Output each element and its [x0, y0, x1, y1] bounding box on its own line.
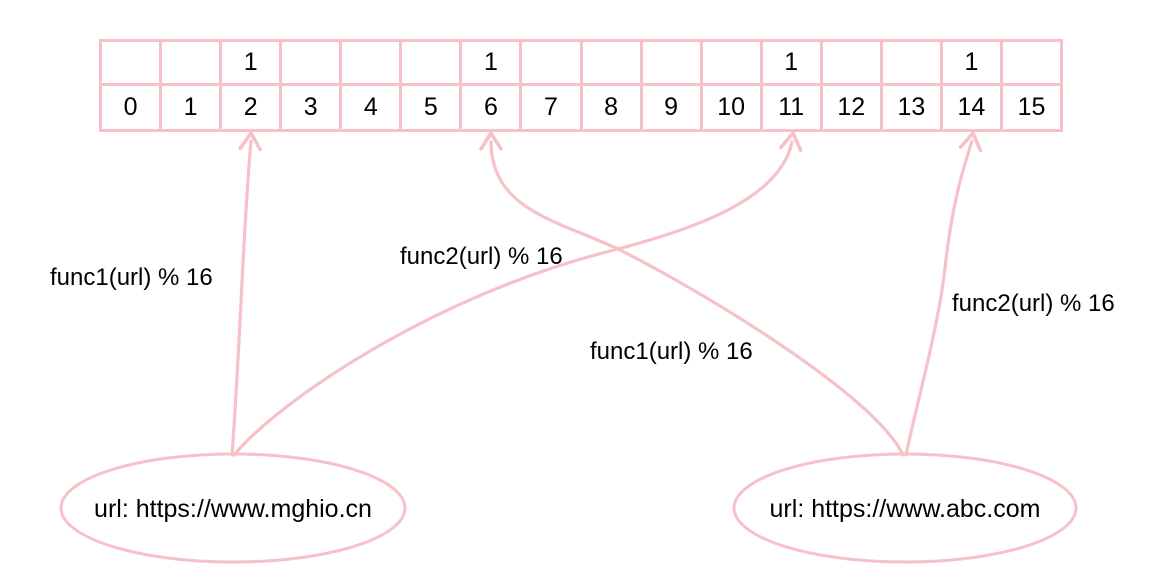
url-node-mghio: [59, 452, 407, 564]
index-cell-0: 0: [98, 83, 163, 132]
arrow-abc-func1-to-6: [489, 140, 905, 457]
index-cell-14: 14: [939, 83, 1003, 132]
index-cell-11: 11: [759, 83, 823, 132]
index-cell-4: 4: [339, 83, 403, 132]
index-cell-10: 10: [699, 83, 763, 132]
index-cell-15: 15: [999, 83, 1064, 132]
arrowhead-cell-2-icon: [238, 131, 262, 152]
index-cell-12: 12: [819, 83, 883, 132]
bit-cell-3: [279, 39, 343, 86]
bit-cell-12: [819, 39, 883, 86]
hash-label-abc-func1: func1(url) % 16: [590, 338, 753, 365]
index-cell-2: 2: [219, 83, 283, 132]
hash-label-abc-func2: func2(url) % 16: [952, 290, 1115, 317]
arrow-abc-func2-to-14: [904, 139, 974, 457]
hash-label-mghio-func2: func2(url) % 16: [400, 243, 563, 270]
arrowhead-cell-6-icon: [479, 131, 503, 151]
index-cell-8: 8: [579, 83, 643, 132]
bit-cell-4: [339, 39, 403, 86]
bit-values-row: 1 1 1 1: [98, 39, 1064, 86]
index-cell-3: 3: [279, 83, 343, 132]
index-cell-6: 6: [459, 83, 523, 132]
bit-cell-2: 1: [219, 39, 283, 86]
bit-cell-14: 1: [939, 39, 1003, 86]
bit-cell-13: [879, 39, 943, 86]
index-cell-13: 13: [879, 83, 943, 132]
url-node-abc-label: url: https://www.abc.com: [770, 495, 1041, 523]
arrowhead-cell-11-icon: [779, 131, 803, 153]
bit-array-table: 1 1 1 1 0 1 2 3 4 5 6 7 8 9 10: [98, 39, 1064, 132]
bit-cell-7: [519, 39, 583, 86]
arrow-mghio-func1-to-2: [230, 139, 253, 457]
bit-cell-11: 1: [759, 39, 823, 86]
bit-cell-1: [159, 39, 223, 86]
bit-indices-row: 0 1 2 3 4 5 6 7 8 9 10 11 12 13 14 15: [98, 83, 1064, 132]
hash-label-mghio-func1: func1(url) % 16: [50, 264, 213, 291]
bit-cell-8: [579, 39, 643, 86]
url-node-mghio-label: url: https://www.mghio.cn: [94, 495, 372, 523]
arrow-mghio-func2-to-11: [232, 140, 794, 457]
arrowhead-cell-14-icon: [958, 131, 983, 153]
url-node-abc: [732, 452, 1078, 564]
bit-cell-5: [399, 39, 463, 86]
index-cell-7: 7: [519, 83, 583, 132]
index-cell-1: 1: [159, 83, 223, 132]
bit-cell-10: [699, 39, 763, 86]
index-cell-5: 5: [399, 83, 463, 132]
bit-cell-15: [999, 39, 1064, 86]
index-cell-9: 9: [639, 83, 703, 132]
bit-cell-6: 1: [459, 39, 523, 86]
bit-cell-0: [98, 39, 163, 86]
bit-cell-9: [639, 39, 703, 86]
